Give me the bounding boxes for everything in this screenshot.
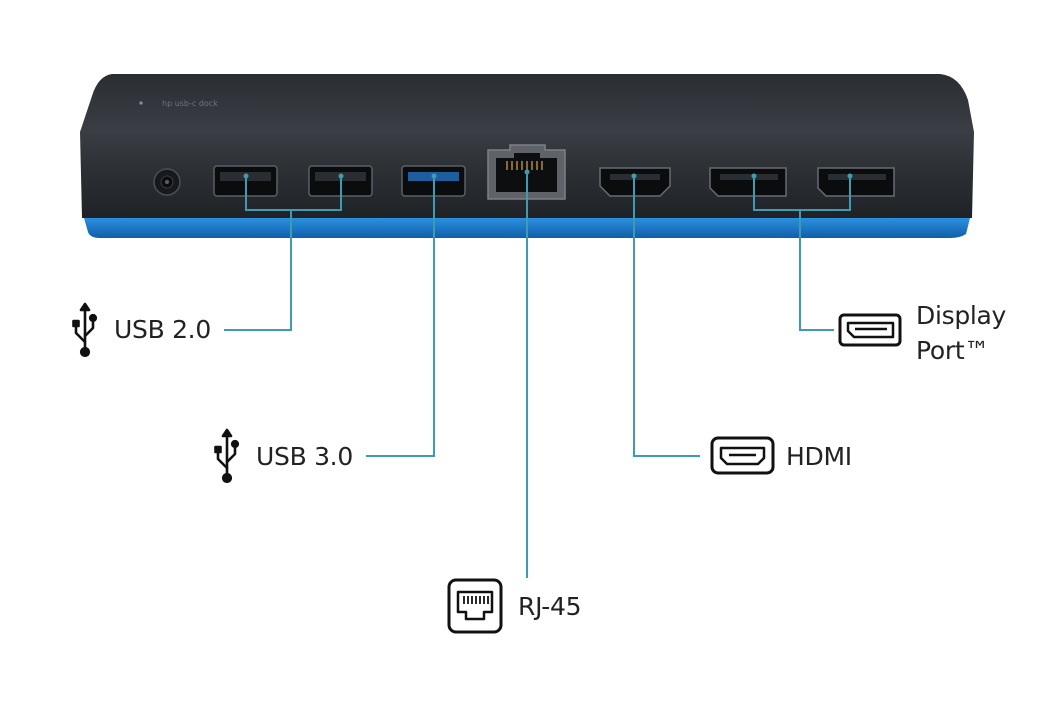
status-led	[139, 101, 142, 104]
brand-text: hp usb-c dock	[162, 99, 218, 108]
usb30-label: USB 3.0	[256, 441, 353, 472]
usb-icon	[216, 430, 238, 482]
ethernet-icon	[449, 580, 501, 632]
displayport-label-line1: Display	[916, 300, 1006, 331]
rj45-label: RJ-45	[518, 591, 581, 622]
displayport-label-line2: Port™	[916, 335, 989, 366]
hdmi-icon	[712, 438, 773, 473]
usb20-label: USB 2.0	[114, 314, 211, 345]
displayport-port-2	[818, 168, 894, 196]
displayport-icon	[840, 315, 900, 345]
hdmi-label: HDMI	[786, 441, 852, 472]
usb-icon	[74, 304, 96, 356]
power-jack	[154, 169, 180, 195]
displayport-port-1	[710, 168, 786, 196]
